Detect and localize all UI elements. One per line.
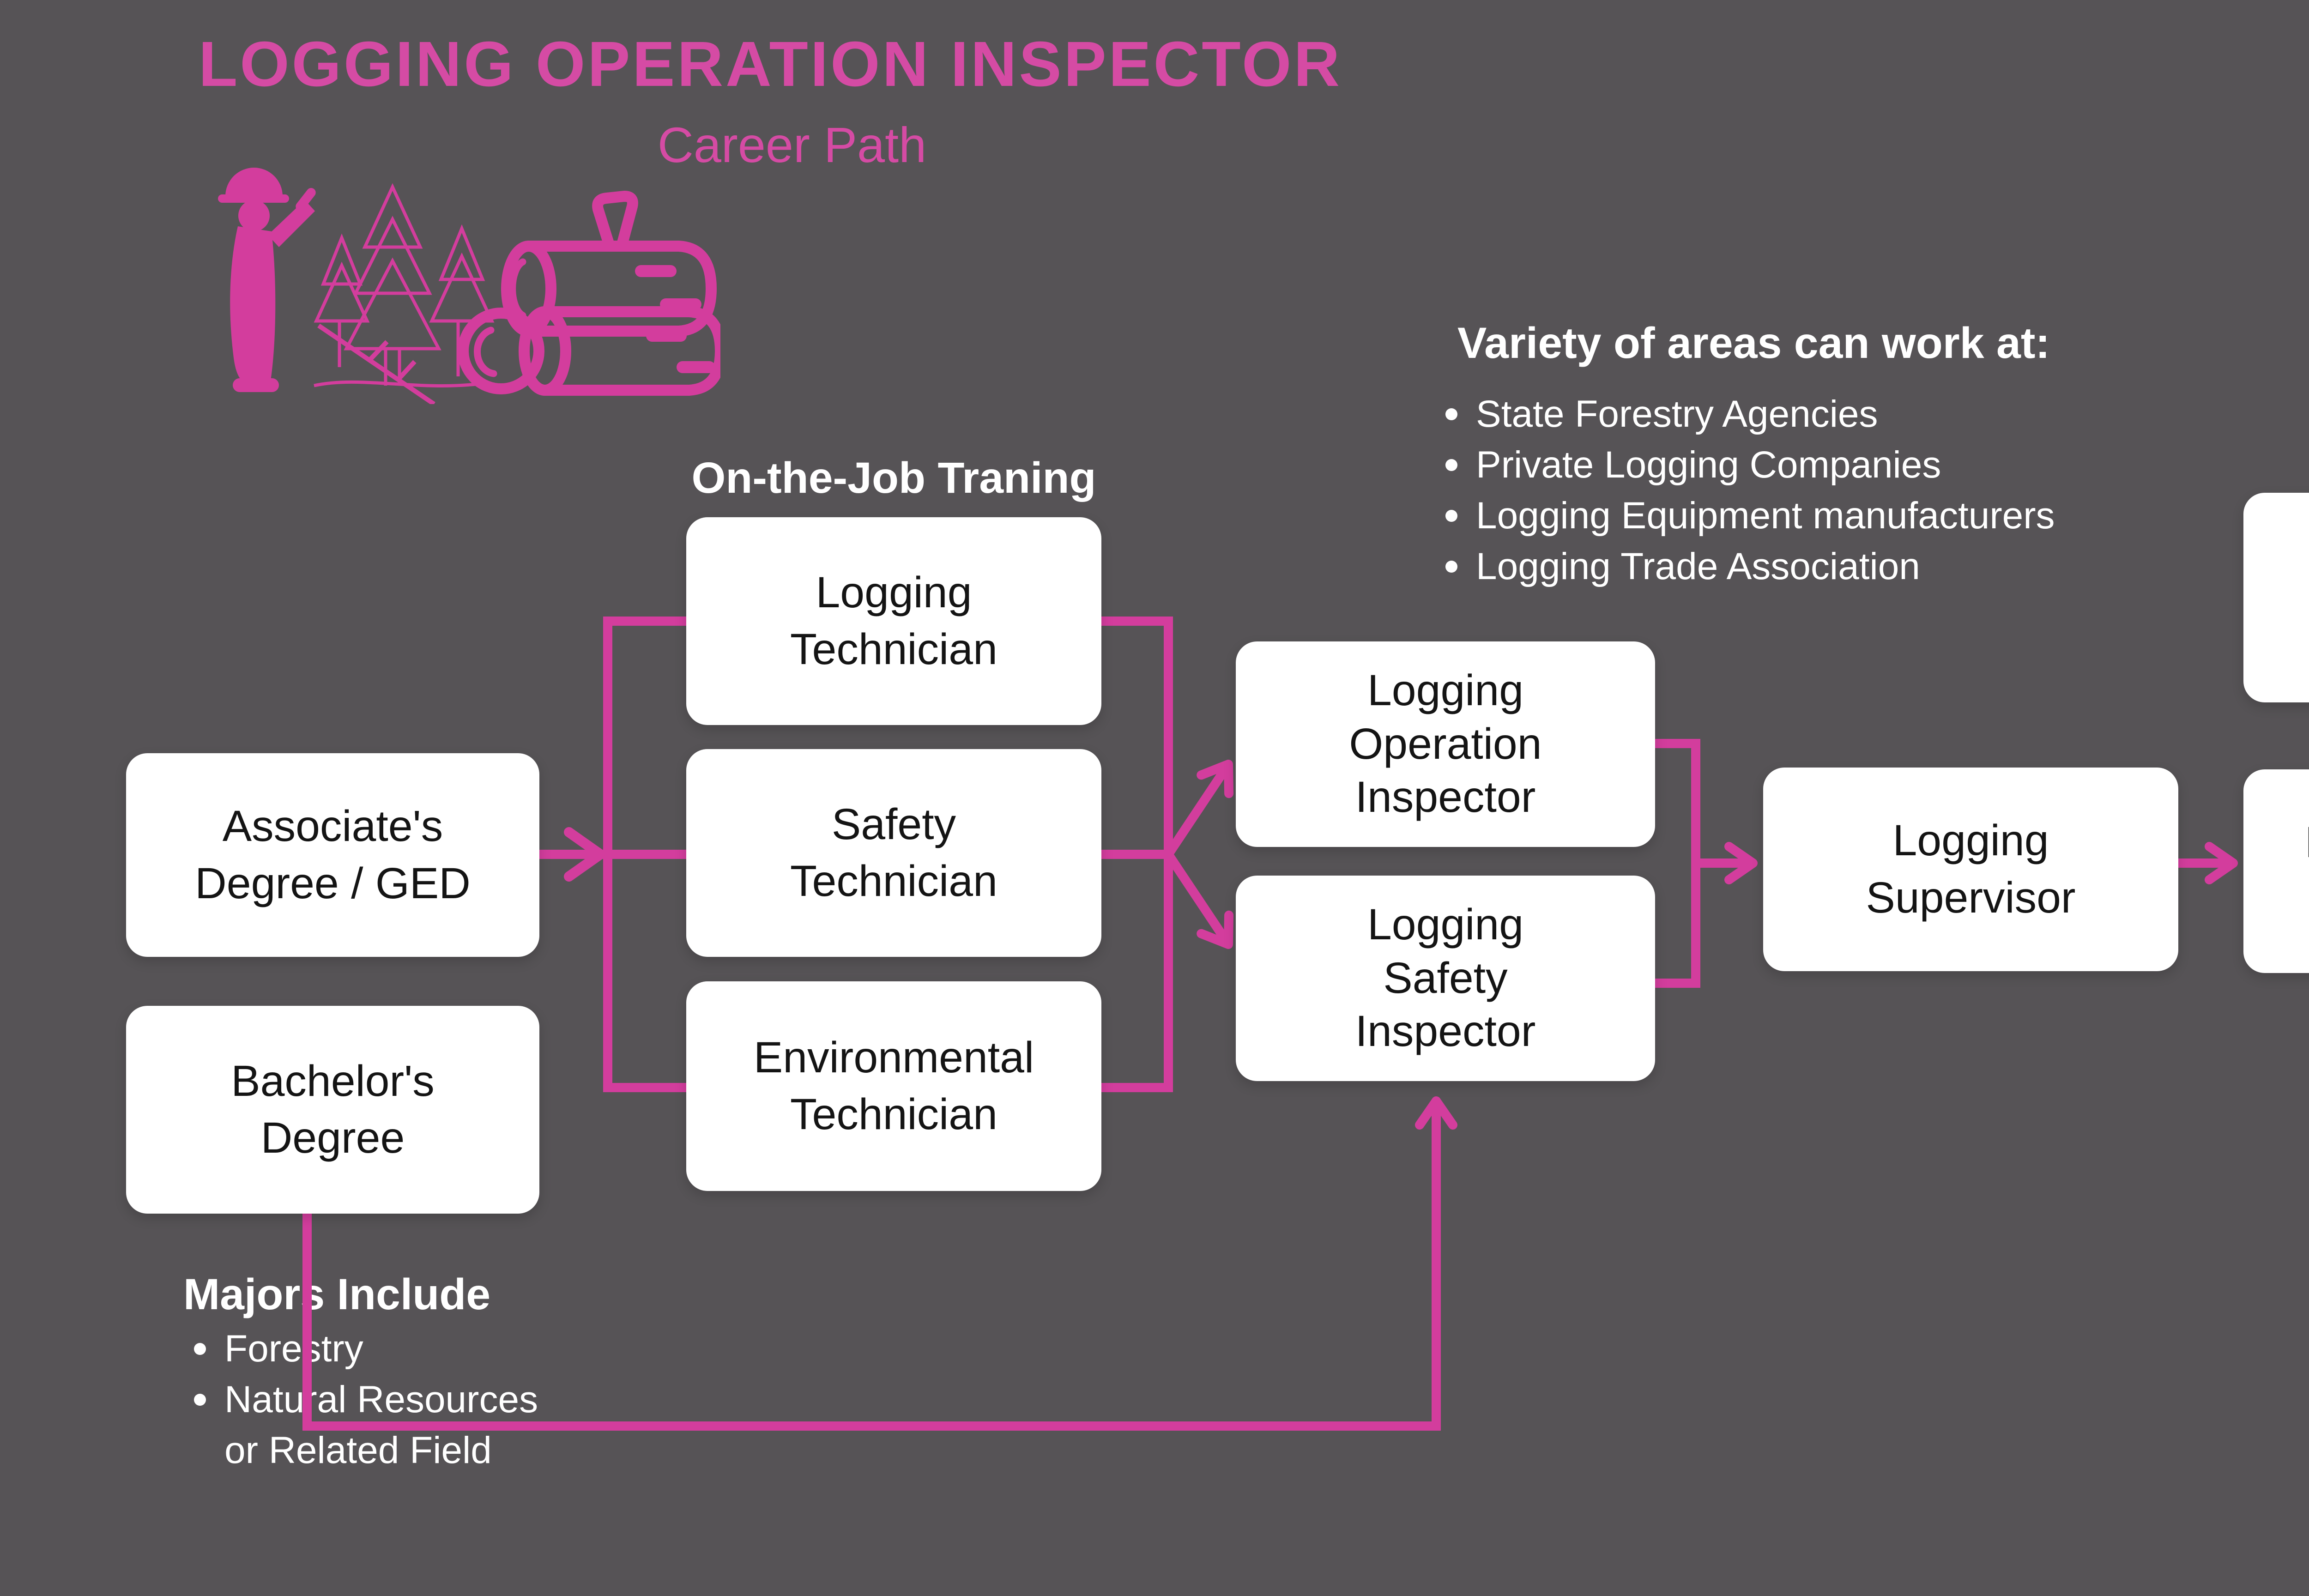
connector-inspectors-merge [1655, 739, 1700, 988]
connector-left-bracket [603, 617, 686, 1092]
majors-list: Forestry Natural Resources or Related Fi… [194, 1324, 538, 1476]
list-item-label: State Forestry Agencies [1476, 393, 1878, 435]
bullet-icon [1445, 510, 1457, 522]
node-logging-technician: Logging Technician [686, 517, 1101, 725]
node-associates-degree-ged: Associate's Degree / GED [126, 753, 539, 957]
node-label: Logging [1892, 816, 2049, 865]
node-label: Degree [260, 1113, 405, 1162]
node-logging-safety-inspector: Logging Safety Inspector [1236, 876, 1655, 1081]
node-label: Environmental [753, 1033, 1034, 1082]
node-label: Technician [790, 625, 997, 674]
node-logging-operation-inspector: Logging Operation Inspector [1236, 641, 1655, 847]
bullet-icon [1445, 459, 1457, 471]
node-label: Associate's [222, 802, 443, 851]
node-logging-compliance-manager: Logging Compliance Manager [2243, 493, 2309, 702]
majors-heading: Majors Include [183, 1270, 491, 1319]
node-label: Bachelor's [231, 1056, 435, 1106]
logger-person-icon [218, 168, 316, 392]
list-item: Natural Resources [194, 1374, 538, 1425]
training-label: On-the-Job Traning [691, 453, 1096, 502]
arrow-to-operation-inspector [1164, 760, 1234, 857]
node-label: Logging [816, 568, 972, 617]
list-item-label: Forestry [224, 1328, 363, 1370]
work-areas-heading: Variety of areas can work at: [1457, 319, 2050, 368]
list-item: Forestry [194, 1324, 538, 1374]
arrow-to-safety-inspector [1164, 852, 1234, 949]
node-safety-technician: Safety Technician [686, 749, 1101, 957]
node-label: Safety [1383, 953, 1508, 1003]
node-label: Supervisor [1866, 873, 2076, 922]
page-subtitle: Career Path [657, 117, 927, 173]
list-item: or Related Field [194, 1425, 538, 1476]
page-title: LOGGING OPERATION INSPECTOR [199, 29, 1342, 100]
node-label: Logging [1367, 900, 1524, 949]
bullet-icon [194, 1394, 206, 1406]
node-label: Logging [1367, 665, 1524, 715]
node-label: Inspector [1355, 1007, 1536, 1056]
list-item-label: Logging Equipment manufacturers [1476, 495, 2055, 537]
node-logging-safety-manager: Logging Safety Manager [2243, 769, 2309, 973]
node-environmental-technician: Environmental Technician [686, 981, 1101, 1191]
forest-trees-icon [314, 183, 495, 404]
bullet-icon [1445, 408, 1457, 420]
list-item-label: Logging Trade Association [1476, 545, 1920, 587]
node-label: Technician [790, 1090, 997, 1139]
list-item: State Forestry Agencies [1445, 389, 2055, 440]
bullet-icon [194, 1343, 206, 1355]
node-bachelors-degree: Bachelor's Degree [126, 1006, 539, 1214]
list-item-label: Private Logging Companies [1476, 444, 1941, 486]
node-label: Safety [831, 799, 956, 849]
node-label: Operation [1349, 719, 1542, 768]
arrowhead-associates [564, 827, 605, 882]
node-label: Inspector [1355, 773, 1536, 822]
arrow-bachelors-to-safety-inspector [302, 1096, 1457, 1431]
logs-icon [458, 190, 720, 396]
list-item: Logging Equipment manufacturers [1445, 490, 2055, 541]
list-item-label: Natural Resources [224, 1378, 538, 1421]
node-label: Technician [790, 857, 997, 906]
logger-illustration-icon [218, 168, 720, 404]
node-label: Logging Safety [2305, 814, 2309, 871]
list-item-label: or Related Field [224, 1429, 492, 1471]
node-logging-supervisor: Logging Supervisor [1763, 768, 2178, 971]
work-areas-list: State Forestry Agencies Private Logging … [1445, 389, 2055, 592]
node-label: Degree / GED [195, 858, 471, 908]
bullet-icon [1445, 561, 1457, 573]
list-item: Private Logging Companies [1445, 440, 2055, 490]
list-item: Logging Trade Association [1445, 541, 2055, 592]
